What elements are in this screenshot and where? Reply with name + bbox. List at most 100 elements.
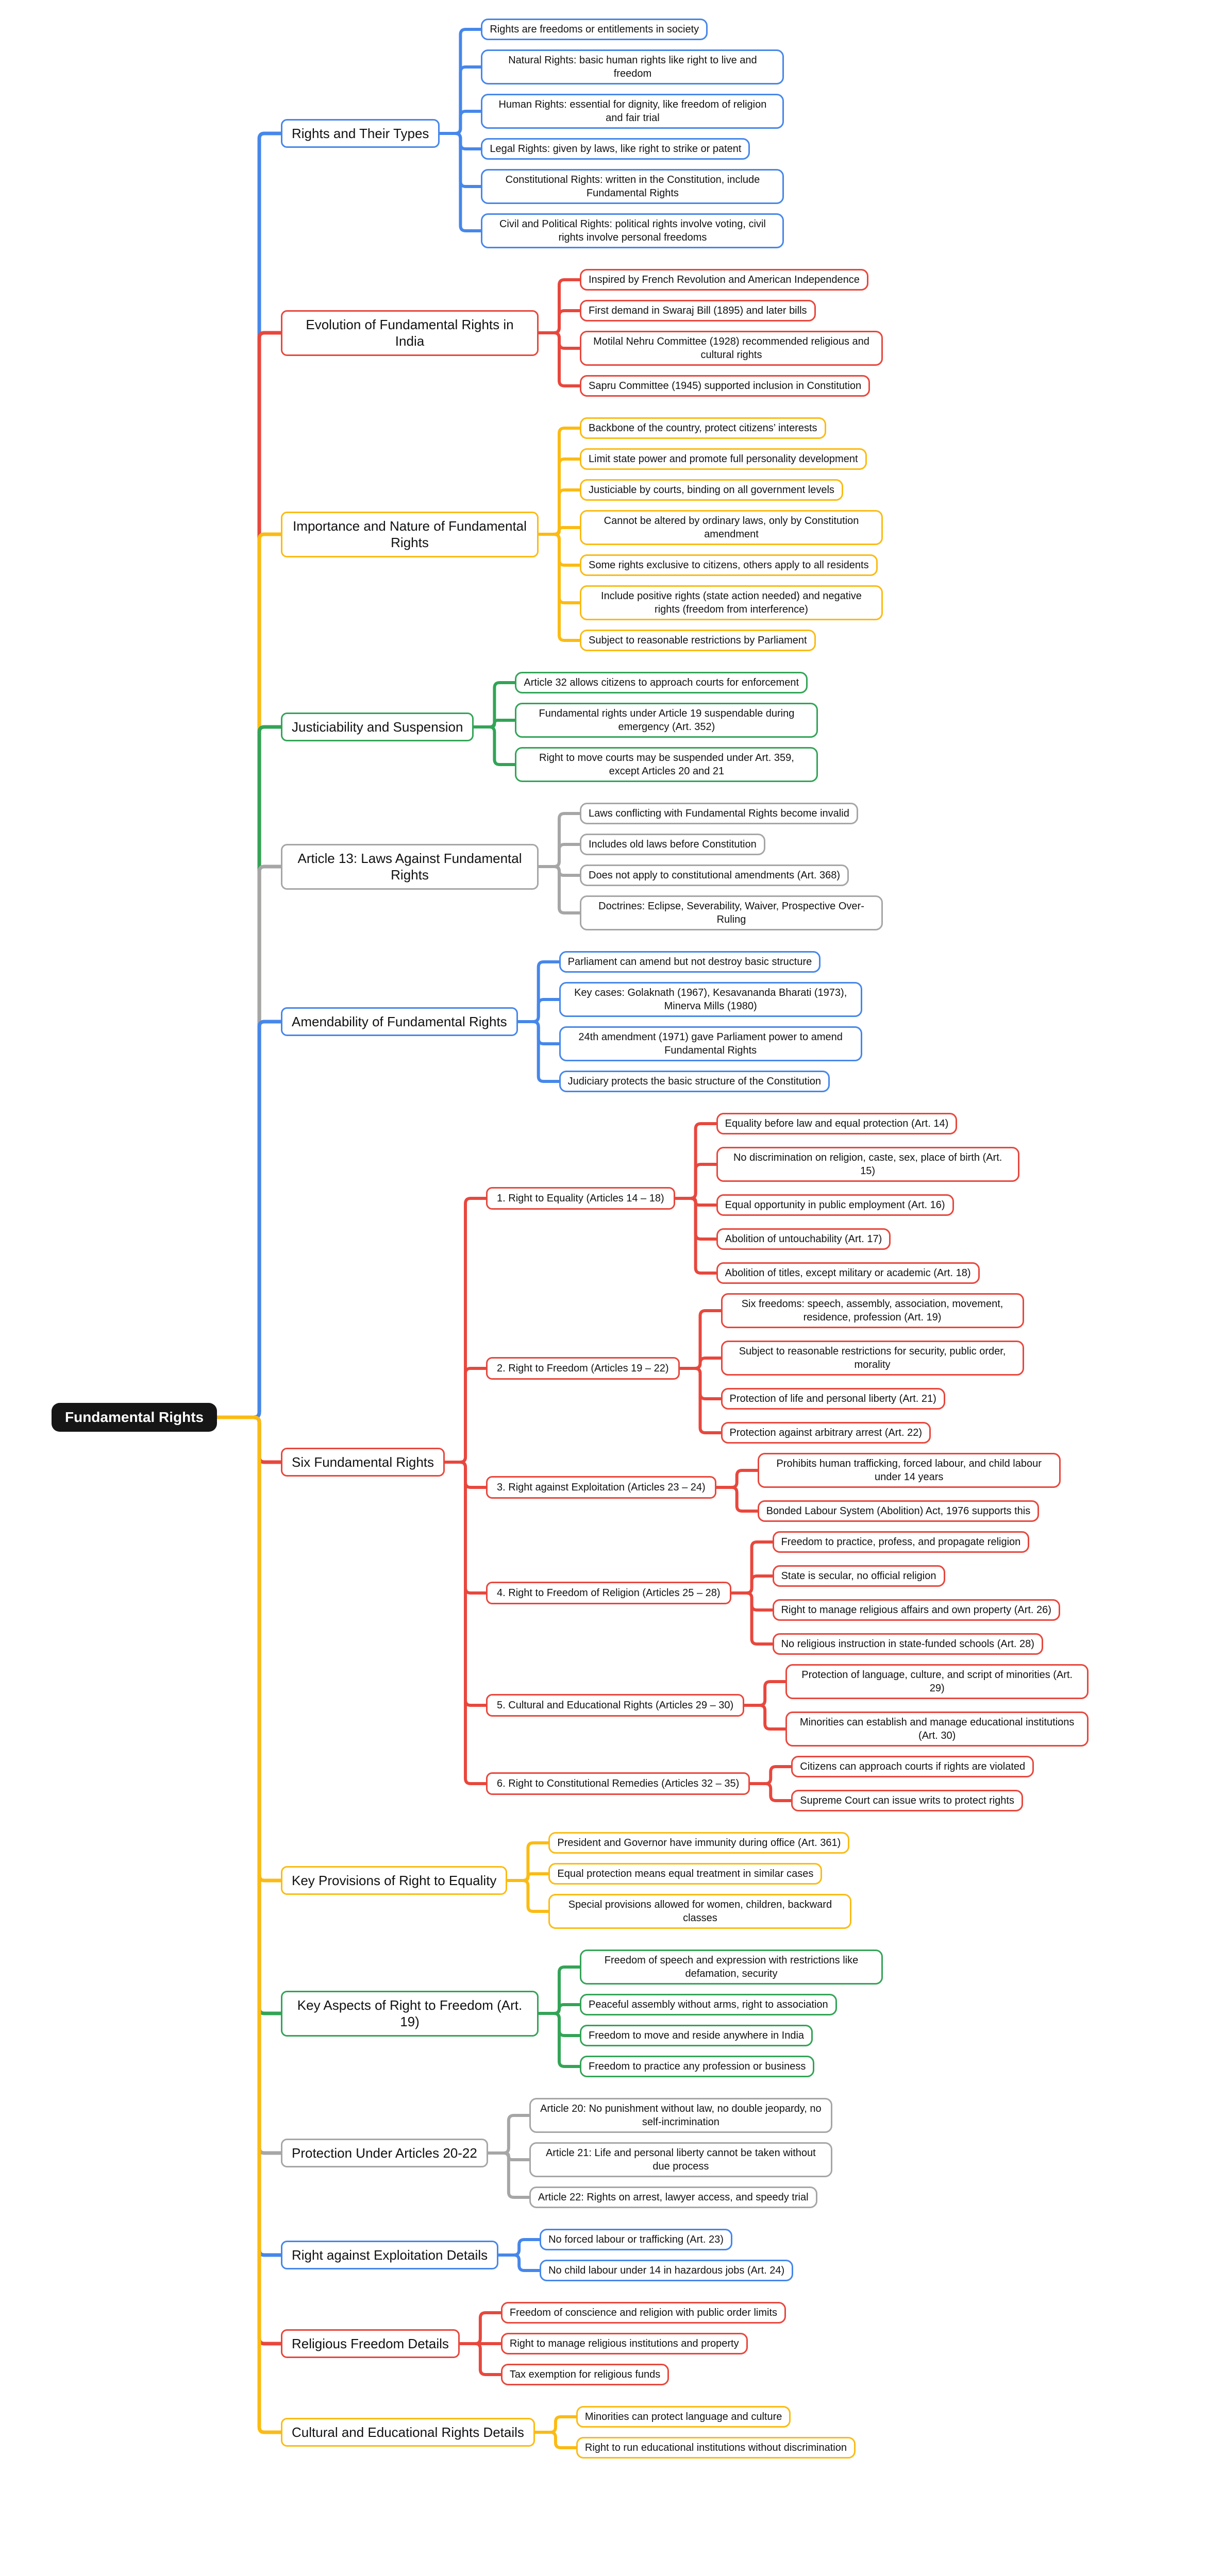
connector-line bbox=[678, 1367, 723, 1434]
branch-children: Freedom of conscience and religion with … bbox=[500, 2302, 786, 2385]
connector-line bbox=[537, 865, 581, 914]
sub-branch-children: Freedom to practice, profess, and propag… bbox=[772, 1531, 1060, 1655]
branch-node: Key Provisions of Right to Equality bbox=[281, 1866, 508, 1895]
connector-line bbox=[215, 331, 283, 1419]
connector-line bbox=[458, 2342, 503, 2376]
leaf-node: Rights are freedoms or entitlements in s… bbox=[481, 19, 708, 40]
leaf-node: Abolition of untouchability (Art. 17) bbox=[716, 1228, 891, 1250]
branch-node: Six Fundamental Rights bbox=[281, 1447, 445, 1477]
leaf-node: Doctrines: Eclipse, Severability, Waiver… bbox=[580, 895, 883, 930]
leaf-node: Article 22: Rights on arrest, lawyer acc… bbox=[529, 2187, 817, 2208]
leaf-node: Does not apply to constitutional amendme… bbox=[580, 865, 849, 886]
leaf-node: Freedom to practice, profess, and propag… bbox=[772, 1531, 1030, 1553]
branch-node: Evolution of Fundamental Rights in India bbox=[281, 310, 539, 356]
leaf-node: Protection against arbitrary arrest (Art… bbox=[721, 1422, 931, 1444]
connector-line bbox=[215, 1415, 283, 2015]
leaf-node: Freedom to move and reside anywhere in I… bbox=[580, 2025, 813, 2046]
connector-line bbox=[215, 1415, 283, 1464]
connector-line bbox=[215, 1415, 283, 2257]
branch-node: Religious Freedom Details bbox=[281, 2329, 460, 2359]
leaf-node: Inspired by French Revolution and Americ… bbox=[580, 269, 868, 291]
leaf-node: Special provisions allowed for women, ch… bbox=[548, 1894, 852, 1929]
connector-line bbox=[537, 533, 581, 642]
branch-node: Article 13: Laws Against Fundamental Rig… bbox=[281, 843, 539, 890]
connector-line bbox=[215, 725, 283, 1419]
sub-branch-row: 3. Right against Exploitation (Articles … bbox=[486, 1453, 1089, 1522]
sub-branch-node: 1. Right to Equality (Articles 14 – 18) bbox=[486, 1187, 675, 1210]
leaf-node: Fundamental rights under Article 19 susp… bbox=[515, 703, 818, 738]
branch-row: Key Provisions of Right to Equality Presi… bbox=[281, 1832, 1089, 1929]
sub-branch-row: 5. Cultural and Educational Rights (Arti… bbox=[486, 1664, 1089, 1747]
sub-branch-row: 6. Right to Constitutional Remedies (Art… bbox=[486, 1756, 1089, 1811]
branch-children: Laws conflicting with Fundamental Rights… bbox=[580, 803, 883, 930]
connector-line bbox=[215, 1415, 283, 1883]
leaf-node: No child labour under 14 in hazardous jo… bbox=[540, 2260, 794, 2281]
leaf-node: Natural Rights: basic human rights like … bbox=[481, 49, 784, 84]
branch-row: Key Aspects of Right to Freedom (Art. 19… bbox=[281, 1950, 1089, 2077]
leaf-node: Constitutional Rights: written in the Co… bbox=[481, 169, 784, 204]
leaf-node: Justiciable by courts, binding on all go… bbox=[580, 479, 843, 501]
branch-node: Justiciability and Suspension bbox=[281, 712, 474, 742]
branch-children: Article 20: No punishment without law, n… bbox=[529, 2098, 832, 2208]
leaf-node: Key cases: Golaknath (1967), Kesavananda… bbox=[559, 982, 862, 1017]
branch-row: Right against Exploitation Details No for… bbox=[281, 2229, 1089, 2281]
connector-line bbox=[215, 1415, 283, 2155]
connector-line bbox=[743, 1704, 788, 1731]
leaf-node: Laws conflicting with Fundamental Rights… bbox=[580, 803, 858, 824]
leaf-node: Legal Rights: given by laws, like right … bbox=[481, 138, 750, 160]
branch-row: Article 13: Laws Against Fundamental Rig… bbox=[281, 803, 1089, 930]
leaf-node: Freedom to practice any profession or bu… bbox=[580, 2056, 815, 2077]
leaf-node: President and Governor have immunity dur… bbox=[548, 1832, 850, 1854]
connector-line bbox=[215, 1415, 283, 2434]
branch-children: Rights are freedoms or entitlements in s… bbox=[481, 19, 784, 248]
leaf-node: Supreme Court can issue writs to protect… bbox=[791, 1790, 1023, 1811]
branch-node: Importance and Nature of Fundamental Rig… bbox=[281, 511, 539, 557]
sub-branch-node: 5. Cultural and Educational Rights (Arti… bbox=[486, 1694, 745, 1717]
connector-line bbox=[537, 2012, 581, 2068]
leaf-node: Civil and Political Rights: political ri… bbox=[481, 213, 784, 248]
leaf-node: No forced labour or trafficking (Art. 23… bbox=[540, 2229, 732, 2250]
connector-line bbox=[714, 1486, 759, 1513]
leaf-node: Human Rights: essential for dignity, lik… bbox=[481, 94, 784, 129]
leaf-node: No religious instruction in state-funded… bbox=[772, 1633, 1043, 1655]
branch-children: Parliament can amend but not destroy bas… bbox=[559, 951, 862, 1092]
leaf-node: Bonded Labour System (Abolition) Act, 19… bbox=[757, 1500, 1040, 1522]
branch-node: Right against Exploitation Details bbox=[281, 2240, 499, 2270]
leaf-node: Equal opportunity in public employment (… bbox=[716, 1194, 954, 1216]
leaf-node: Freedom of conscience and religion with … bbox=[500, 2302, 786, 2324]
leaf-node: First demand in Swaraj Bill (1895) and l… bbox=[580, 300, 816, 321]
branch-children: No forced labour or trafficking (Art. 23… bbox=[540, 2229, 794, 2281]
leaf-node: Judiciary protects the basic structure o… bbox=[559, 1071, 830, 1092]
branch-row: Religious Freedom Details Freedom of cons… bbox=[281, 2302, 1089, 2385]
leaf-node: Abolition of titles, except military or … bbox=[716, 1262, 980, 1284]
branch-children: 1. Right to Equality (Articles 14 – 18) E… bbox=[486, 1113, 1089, 1811]
leaf-node: Minorities can protect language and cult… bbox=[576, 2406, 791, 2428]
leaf-node: Subject to reasonable restrictions for s… bbox=[721, 1341, 1024, 1376]
branch-row: Six Fundamental Rights 1. Right to Equali… bbox=[281, 1113, 1089, 1811]
leaf-node: Article 20: No punishment without law, n… bbox=[529, 2098, 832, 2133]
connector-line bbox=[673, 1197, 718, 1275]
leaf-node: State is secular, no official religion bbox=[772, 1565, 945, 1587]
branch-row: Importance and Nature of Fundamental Rig… bbox=[281, 417, 1089, 651]
leaf-node: Six freedoms: speech, assembly, associat… bbox=[721, 1293, 1024, 1328]
connector-line bbox=[215, 1020, 283, 1419]
leaf-node: Peaceful assembly without arms, right to… bbox=[580, 1994, 837, 2015]
leaf-node: Parliament can amend but not destroy bas… bbox=[559, 951, 821, 973]
branch-children: President and Governor have immunity dur… bbox=[548, 1832, 852, 1929]
leaf-node: Some rights exclusive to citizens, other… bbox=[580, 554, 878, 576]
root-node: Fundamental Rights bbox=[52, 1403, 217, 1432]
leaf-node: Citizens can approach courts if rights a… bbox=[791, 1756, 1034, 1777]
branch-children: Backbone of the country, protect citizen… bbox=[580, 417, 883, 651]
leaf-node: Right to manage religious affairs and ow… bbox=[772, 1599, 1060, 1621]
leaf-node: Minorities can establish and manage educ… bbox=[785, 1711, 1089, 1747]
leaf-node: Cannot be altered by ordinary laws, only… bbox=[580, 510, 883, 545]
leaf-node: Subject to reasonable restrictions by Pa… bbox=[580, 630, 816, 651]
leaf-node: 24th amendment (1971) gave Parliament po… bbox=[559, 1026, 862, 1061]
leaf-node: Protection of life and personal liberty … bbox=[721, 1388, 945, 1410]
connector-line bbox=[533, 2431, 578, 2449]
connector-line bbox=[748, 1782, 793, 1802]
